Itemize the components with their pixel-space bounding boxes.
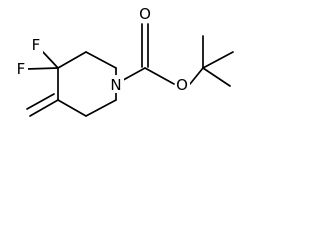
bond-c4-c5 — [57, 99, 87, 117]
label-background-ester-oxygen — [175, 75, 190, 93]
label-background-nitrogen — [109, 75, 124, 93]
bond-c5-c6 — [85, 99, 117, 117]
bond-n-c2 — [85, 51, 117, 69]
bond-ester-o-tert-carbon — [189, 67, 204, 85]
carbonyl-oxygen-label: O — [139, 5, 151, 23]
bond-carbonyl-ester-o — [144, 67, 175, 85]
bond-tert-methyl-down — [202, 67, 231, 87]
bond-methylene-1 — [29, 99, 59, 117]
ester-oxygen-label: O — [176, 76, 188, 94]
label-background-carbonyl-oxygen — [138, 4, 153, 22]
bond-tert-methyl-right — [202, 51, 234, 69]
bond-c3-f-top — [42, 51, 59, 69]
chemical-structure: F F N O O — [14, 4, 234, 117]
fluorine-label-bottom: F — [17, 60, 26, 78]
bond-methylene-2 — [26, 93, 55, 110]
bond-c3-f-bottom — [26, 67, 59, 70]
nitrogen-label: N — [110, 76, 121, 94]
label-background-f-bottom — [14, 59, 28, 77]
bond-c2-c3 — [57, 51, 87, 69]
fluorine-label-top: F — [32, 36, 41, 54]
label-background-f-top — [29, 35, 43, 53]
